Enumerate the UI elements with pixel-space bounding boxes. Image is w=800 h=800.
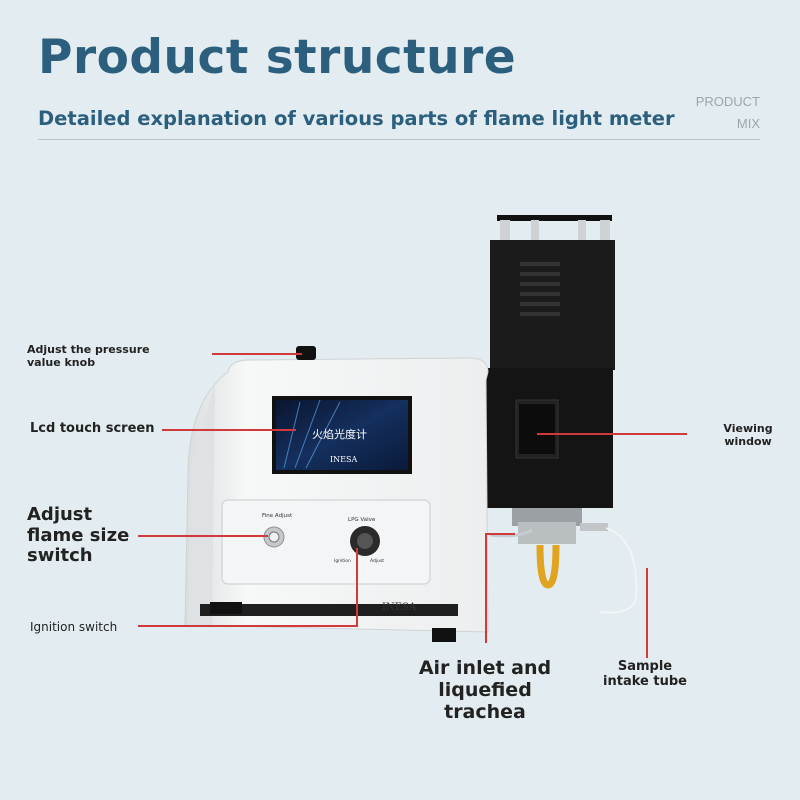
page-subtitle: Detailed explanation of various parts of… [38,107,675,130]
flame-switch-callout-line [138,535,268,537]
pressure-knob-label: Adjust the pressure value knob [27,343,150,369]
header-divider [38,139,760,140]
panel-fine-adjust-label: Fine Adjust [262,513,293,519]
chimney-housing [485,240,615,508]
sample-intake-tube-shape [599,527,638,614]
ignition-callout-vertical [356,548,358,626]
main-body [184,346,489,642]
panel-lpg-valve-label: LPG Valve [348,517,376,523]
screen-title-text: 火焰光度计 [312,427,367,441]
lcd-touch-screen-label: Lcd touch screen [30,421,155,436]
panel-adjust-label: Adjust [370,558,384,564]
chimney-vents [520,262,560,316]
air-inlet-callout-horizontal [485,533,515,535]
viewing-callout-line [537,433,687,435]
pressure-knob-callout-line [212,353,302,355]
panel-ignition-label: Ignition [334,558,351,564]
chimney-rods [497,215,612,250]
control-panel: Fine Adjust LPG Valve Ignition Adjust IN… [221,499,431,613]
lcd-screen: 火焰光度计 INESA [272,396,412,474]
burner-fitting [489,508,608,589]
ignition-switch-label: Ignition switch [30,620,118,634]
viewing-window-label: Viewing window [723,422,773,448]
flame-size-switch-label: Adjust flame size switch [27,504,130,567]
corner-label-top: PRODUCT [695,94,760,109]
air-inlet-callout-vertical [485,533,487,643]
sample-callout-line [646,568,648,658]
ignition-callout-horizontal [138,625,358,627]
sample-intake-tube-label: Sample intake tube [603,659,687,689]
lcd-callout-line [162,429,296,431]
screen-brand-text: INESA [330,455,357,464]
page-title: Product structure [38,30,517,85]
front-brand-text: INESA [382,602,417,613]
corner-label-bottom: MIX [736,116,760,131]
air-inlet-trachea-label: Air inlet and liquefied trachea [418,657,552,723]
